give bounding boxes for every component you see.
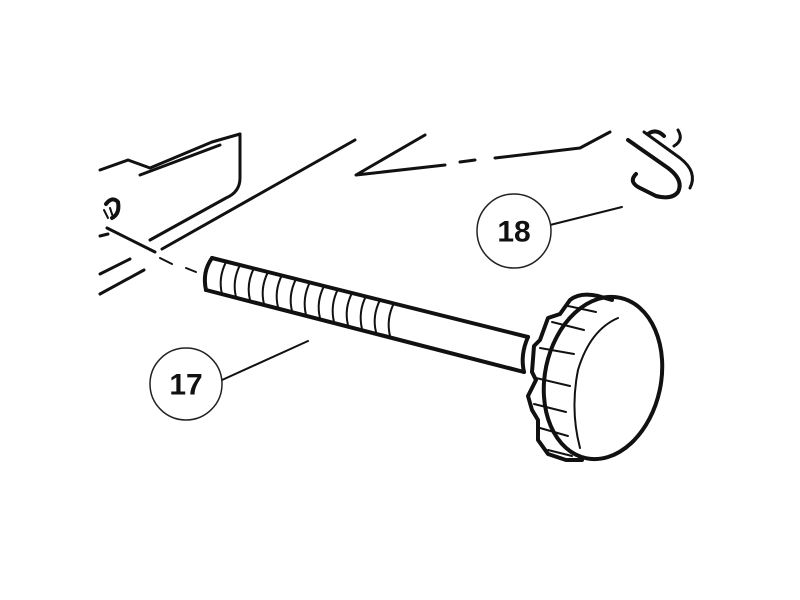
wire-hook-clip [626, 128, 694, 200]
callout-17: 17 [149, 340, 309, 421]
callout-18: 18 [476, 193, 623, 269]
callout-17-label: 17 [169, 369, 202, 402]
callout-18-label: 18 [497, 216, 530, 249]
knurled-knob [526, 292, 665, 462]
callout-17-circle [149, 347, 223, 421]
knurled-thumb-screw [202, 256, 665, 462]
bracket-upper-edge [354, 130, 612, 177]
mounting-bracket [98, 132, 357, 296]
callout-18-circle [476, 193, 552, 269]
